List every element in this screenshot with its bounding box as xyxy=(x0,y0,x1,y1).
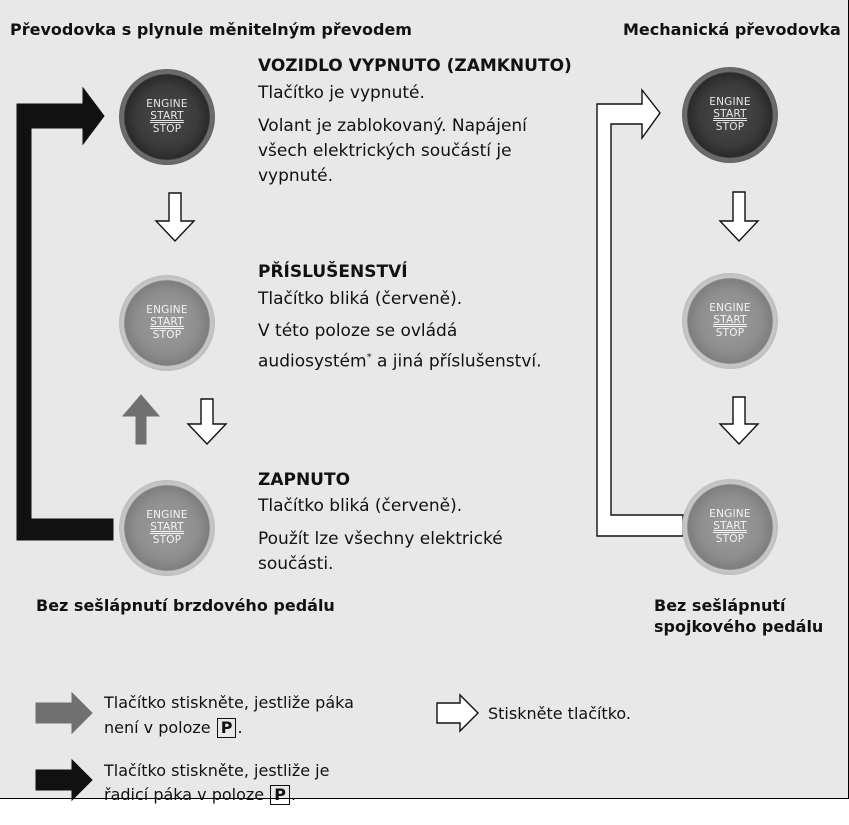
engine-button-label: ENGINE START STOP xyxy=(682,96,778,133)
start-text: START xyxy=(150,521,184,534)
right-title: Mechanická převodovka xyxy=(623,20,841,39)
engine-text: ENGINE xyxy=(146,304,188,316)
white-down-arrow-4 xyxy=(718,396,760,446)
engine-button-accessory: ENGINE START STOP xyxy=(119,275,215,371)
right-caption-line: Bez sešlápnutí xyxy=(654,596,786,615)
stop-text: STOP xyxy=(152,123,182,135)
period: . xyxy=(237,718,243,737)
stop-text: STOP xyxy=(715,533,745,545)
engine-button-off: ENGINE START STOP xyxy=(119,69,215,165)
state-off-line: Volant je zablokovaný. Napájení xyxy=(258,116,527,136)
start-text: START xyxy=(713,314,747,327)
state-on-heading: ZAPNUTO xyxy=(258,470,351,490)
engine-button-on-manual: ENGINE START STOP xyxy=(682,479,778,575)
white-loop-arrow xyxy=(596,87,684,537)
state-on-line: Tlačítko bliká (červeně). xyxy=(258,496,463,516)
state-accessory-line: V této poloze se ovládá xyxy=(258,321,458,341)
legend-gray-text-2: není v poloze xyxy=(104,718,211,737)
engine-button-label: ENGINE START STOP xyxy=(119,98,215,135)
white-down-arrow-1 xyxy=(154,192,196,243)
engine-button-off-manual: ENGINE START STOP xyxy=(682,67,778,163)
stop-text: STOP xyxy=(152,534,182,546)
state-accessory-line: Tlačítko bliká (červeně). xyxy=(258,289,463,309)
engine-button-on: ENGINE START STOP xyxy=(119,480,215,576)
engine-text: ENGINE xyxy=(709,96,751,108)
start-text: START xyxy=(713,108,747,121)
state-accessory-line: audiosystém* a jiná příslušenství. xyxy=(258,345,542,375)
legend-black-text: Tlačítko stiskněte, jestliže je xyxy=(104,761,330,780)
accessory-text: a jiná příslušenství. xyxy=(371,351,542,372)
audiosystem-text: audiosystém xyxy=(258,351,367,372)
state-on-line: součásti. xyxy=(258,554,334,574)
start-text: START xyxy=(150,110,184,123)
state-accessory-heading: PŘÍSLUŠENSTVÍ xyxy=(258,262,408,282)
legend-gray-text: není v poloze P. xyxy=(104,717,243,739)
state-off-line: Tlačítko je vypnuté. xyxy=(258,83,425,103)
stop-text: STOP xyxy=(715,121,745,133)
state-off-heading: VOZIDLO VYPNUTO (ZAMKNUTO) xyxy=(258,56,572,76)
engine-button-accessory-manual: ENGINE START STOP xyxy=(682,273,778,369)
park-position-badge: P xyxy=(270,785,290,805)
legend-white-text: Stiskněte tlačítko. xyxy=(488,704,631,723)
legend-black-arrow xyxy=(35,758,93,802)
legend-black-text-2: řadicí páka v poloze xyxy=(104,785,265,804)
engine-button-label: ENGINE START STOP xyxy=(682,508,778,545)
legend-black-text: řadicí páka v poloze P. xyxy=(104,784,296,806)
stop-text: STOP xyxy=(715,327,745,339)
state-off-line: všech elektrických součástí je xyxy=(258,141,512,161)
engine-text: ENGINE xyxy=(709,508,751,520)
state-on-line: Použít lze všechny elektrické xyxy=(258,529,503,549)
white-down-arrow-3 xyxy=(718,191,760,243)
start-text: START xyxy=(713,520,747,533)
legend-gray-text: Tlačítko stiskněte, jestliže páka xyxy=(104,693,354,712)
start-text: START xyxy=(150,316,184,329)
engine-text: ENGINE xyxy=(709,302,751,314)
period: . xyxy=(290,785,297,804)
engine-text: ENGINE xyxy=(146,509,188,521)
footnote-mark: * xyxy=(366,352,372,363)
engine-text: ENGINE xyxy=(146,98,188,110)
legend-white-arrow xyxy=(436,693,479,733)
park-position-badge: P xyxy=(216,718,237,738)
black-loop-arrow xyxy=(16,86,114,541)
gray-up-arrow xyxy=(121,394,161,445)
engine-button-label: ENGINE START STOP xyxy=(119,509,215,546)
legend-gray-arrow xyxy=(35,691,93,735)
left-title: Převodovka s plynule měnitelným převodem xyxy=(10,20,412,39)
engine-button-label: ENGINE START STOP xyxy=(682,302,778,339)
left-caption: Bez sešlápnutí brzdového pedálu xyxy=(36,596,335,615)
stop-text: STOP xyxy=(152,329,182,341)
engine-button-label: ENGINE START STOP xyxy=(119,304,215,341)
right-caption-line: spojkového pedálu xyxy=(654,617,824,636)
state-off-line: vypnuté. xyxy=(258,166,333,186)
white-down-arrow-2 xyxy=(186,398,228,446)
